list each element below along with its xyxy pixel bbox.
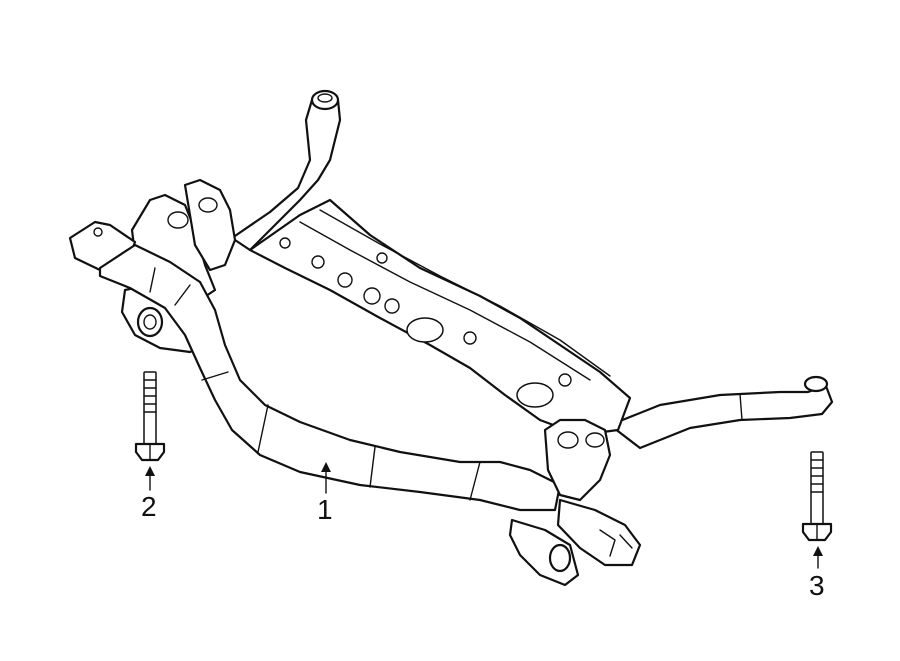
left-mount-hole-a — [167, 211, 189, 229]
callout-3: 3 — [809, 570, 825, 601]
right-mount-hole-b — [585, 432, 605, 448]
bolt-3 — [801, 451, 833, 542]
right-front-stub-detail — [599, 529, 633, 557]
left-lower-bushing — [136, 306, 164, 338]
upper-mount-bore — [317, 93, 333, 103]
left-mount-hole-b — [198, 197, 218, 213]
right-mount-hole-a — [557, 431, 579, 449]
right-arm-seam — [739, 393, 743, 421]
right-rear-arm — [608, 384, 834, 450]
left-front-stub-hole — [93, 227, 103, 237]
tube-seams — [149, 267, 481, 501]
right-front-stub — [556, 498, 642, 567]
bolt-2 — [134, 371, 166, 462]
right-mount-bushing — [803, 375, 829, 393]
center-crossmember — [248, 198, 632, 437]
callout-1: 1 — [317, 494, 333, 525]
front-main-tube — [98, 243, 562, 512]
subframe-assembly — [68, 89, 834, 587]
leader-2 — [145, 466, 155, 491]
crossmember-holes — [279, 237, 572, 408]
left-mount-ear — [183, 178, 237, 272]
leader-1 — [321, 462, 331, 494]
right-mount-bracket — [543, 418, 612, 502]
left-lower-bushing-bore — [143, 314, 157, 330]
crossmember-ribs — [299, 209, 611, 381]
callout-2: 2 — [141, 491, 157, 522]
leader-3 — [813, 546, 823, 569]
right-lower-bushing — [548, 543, 572, 573]
